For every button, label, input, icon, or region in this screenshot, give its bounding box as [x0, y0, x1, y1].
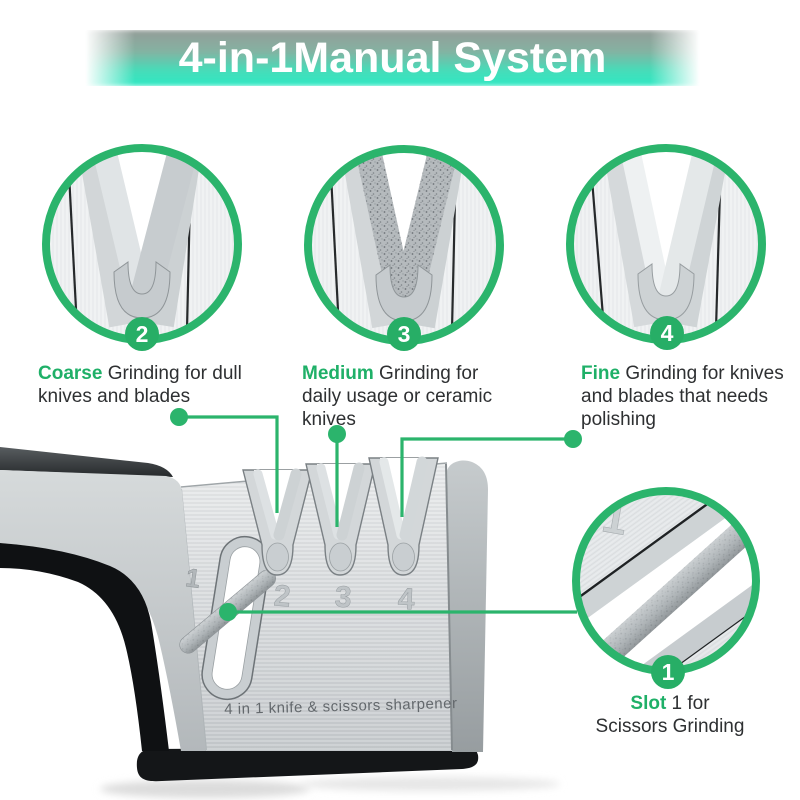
- product-shadow-right: [300, 777, 560, 791]
- slot1-leader-dot: [219, 603, 237, 621]
- engraved-number-4: 4: [397, 583, 415, 617]
- title-banner: 4-in-1Manual System: [85, 30, 700, 86]
- slot-2-coarse: [242, 468, 313, 576]
- medium-keyword: Medium: [302, 363, 374, 384]
- fine-badge: [650, 316, 684, 350]
- leader-lines: [170, 408, 582, 621]
- coarse-line-1: Coarse Grinding for dull: [38, 362, 270, 385]
- fine-leader-dot: [564, 430, 582, 448]
- coarse-badge: [125, 317, 159, 351]
- medium-zoom-circle: 3: [304, 145, 504, 351]
- sharpener-product-photo: 1 2 3 4 4 in 1 knife & scissors sharpene…: [0, 447, 560, 798]
- fine-zoom-circle: 4: [566, 144, 766, 350]
- medium-badge: [387, 317, 421, 351]
- slot1-line-1: Slot 1 for: [575, 692, 765, 715]
- coarse-keyword: Coarse: [38, 363, 103, 384]
- medium-slot-zoom-photo: [311, 152, 497, 338]
- handle-gray-surface: [0, 470, 206, 751]
- fine-line-2: and blades that needs: [581, 386, 768, 407]
- slot1-rest-1: 1 for: [666, 693, 710, 714]
- fine-line-3: polishing: [581, 409, 656, 430]
- medium-rest-1: Grinding for: [373, 363, 479, 384]
- coarse-line-2: knives and blades: [38, 386, 191, 407]
- handle-top-strip: [0, 447, 173, 477]
- engraved-caption: 4 in 1 knife & scissors sharpener: [224, 695, 458, 718]
- fine-line-1: Fine Grinding for knives: [581, 362, 797, 385]
- coarse-leader-dot: [170, 408, 188, 426]
- engraved-number-3: 3: [334, 581, 352, 615]
- medium-line-2: daily usage or ceramic: [302, 386, 493, 407]
- sharpener-base: [136, 747, 479, 782]
- face-right-seam: [445, 463, 453, 751]
- slot-1-scissors-slot: [201, 535, 271, 701]
- coarse-leader-line: [179, 415, 279, 513]
- medium-line-1: Medium Grinding for: [302, 362, 528, 385]
- coarse-zoom-circle: 2: [42, 144, 242, 351]
- engraved-number-1: 1: [184, 562, 203, 594]
- medium-leader-dot: [328, 425, 346, 443]
- fine-callout-text: Fine Grinding for knives and blades that…: [581, 362, 797, 431]
- medium-callout-text: Medium Grinding for daily usage or ceram…: [302, 362, 528, 431]
- coarse-callout-text: Coarse Grinding for dull knives and blad…: [38, 362, 270, 408]
- banner-gradient-background: [85, 30, 700, 86]
- slot1-keyword: Slot: [630, 693, 667, 714]
- sharpener-side-face: [447, 460, 488, 752]
- page-title: 4-in-1Manual System: [178, 34, 607, 82]
- slot1-callout-text: Slot 1 for Scissors Grinding: [575, 692, 765, 738]
- medium-badge-number: 3: [398, 321, 411, 347]
- medium-line-3: knives: [302, 409, 356, 430]
- engraved-number-2: 2: [273, 579, 292, 613]
- slot1-badge: [651, 655, 685, 689]
- fine-keyword: Fine: [581, 363, 621, 384]
- fine-leader-line: [400, 437, 573, 517]
- product-shadow: [100, 780, 310, 798]
- coarse-rest-1: Grinding for dull: [102, 363, 242, 384]
- fine-rest-1: Grinding for knives: [620, 363, 784, 384]
- slot1-line-2: Scissors Grinding: [595, 716, 745, 737]
- slot-3-medium: [305, 462, 376, 576]
- handle-black-underside: [0, 543, 169, 751]
- coarse-slot-zoom-photo: [49, 151, 235, 337]
- slot1-badge-number: 1: [662, 659, 675, 685]
- fine-badge-number: 4: [661, 320, 674, 346]
- coarse-badge-number: 2: [136, 321, 149, 347]
